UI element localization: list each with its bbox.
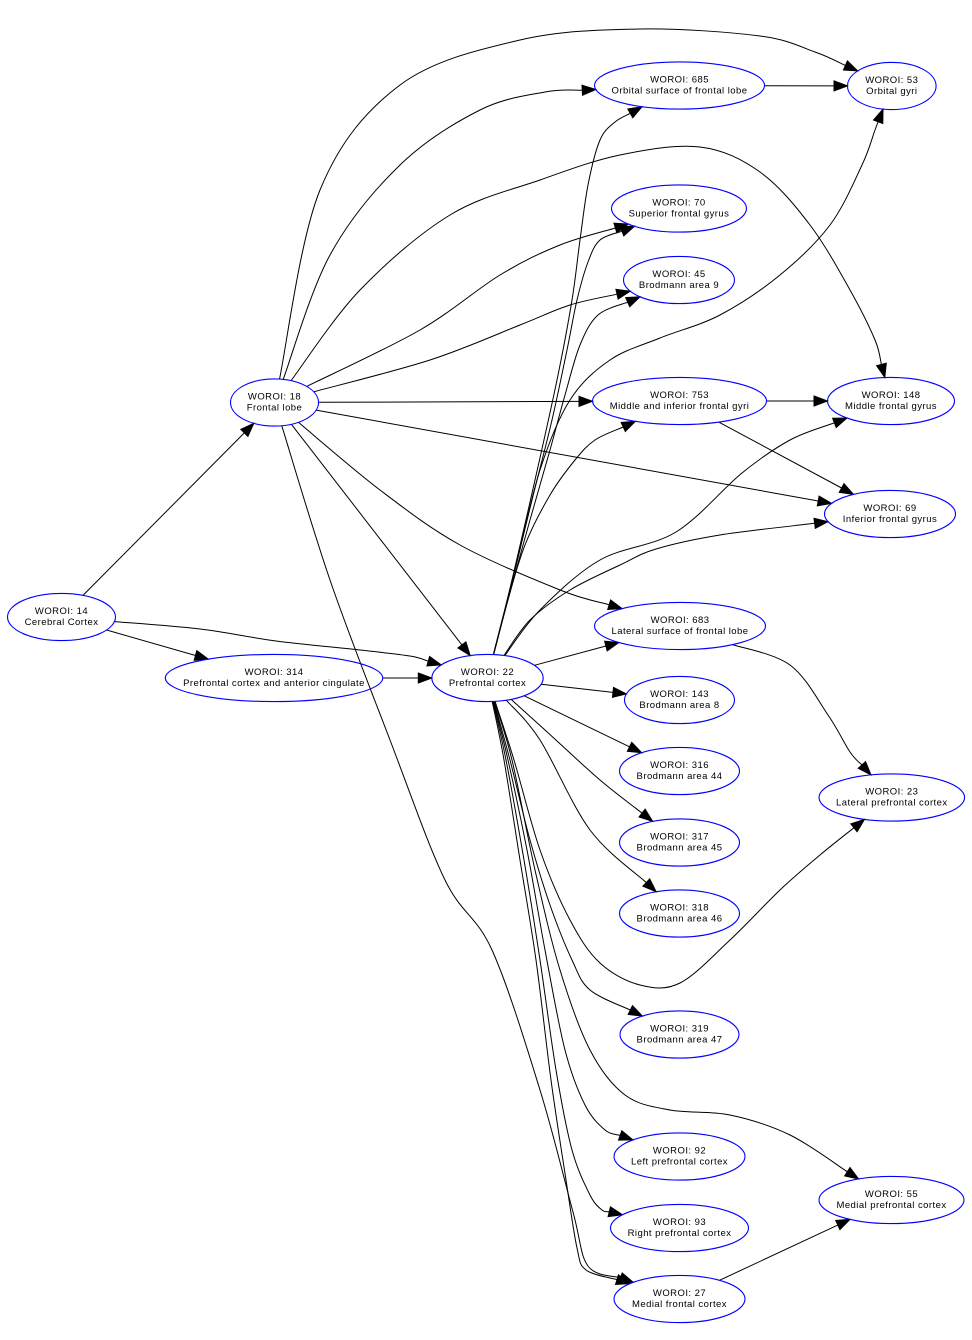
svg-text:WOROI: 53: WOROI: 53 — [865, 75, 918, 86]
svg-text:WOROI: 685: WOROI: 685 — [650, 75, 709, 86]
svg-text:Inferior frontal gyrus: Inferior frontal gyrus — [843, 514, 937, 525]
svg-text:Brodmann area 46: Brodmann area 46 — [637, 914, 723, 925]
svg-text:WOROI: 314: WOROI: 314 — [245, 667, 304, 678]
svg-text:WOROI: 319: WOROI: 319 — [650, 1024, 709, 1035]
svg-text:Cerebral Cortex: Cerebral Cortex — [25, 617, 99, 628]
svg-text:WOROI: 92: WOROI: 92 — [653, 1146, 706, 1157]
svg-text:WOROI: 69: WOROI: 69 — [863, 503, 916, 514]
svg-text:WOROI: 148: WOROI: 148 — [862, 390, 921, 401]
svg-text:WOROI: 18: WOROI: 18 — [248, 392, 301, 403]
svg-text:Orbital gyri: Orbital gyri — [866, 86, 917, 97]
svg-text:Brodmann area 9: Brodmann area 9 — [639, 280, 719, 291]
svg-text:Left prefrontal cortex: Left prefrontal cortex — [631, 1157, 728, 1168]
svg-text:WOROI: 143: WOROI: 143 — [650, 689, 709, 700]
svg-text:Brodmann area 47: Brodmann area 47 — [637, 1035, 723, 1046]
svg-text:Medial frontal cortex: Medial frontal cortex — [632, 1299, 727, 1310]
svg-text:WOROI: 70: WOROI: 70 — [652, 198, 705, 209]
svg-text:Frontal lobe: Frontal lobe — [247, 403, 303, 414]
svg-text:WOROI: 45: WOROI: 45 — [652, 269, 705, 280]
svg-text:WOROI: 753: WOROI: 753 — [650, 390, 709, 401]
svg-text:WOROI: 23: WOROI: 23 — [865, 787, 918, 798]
svg-text:WOROI: 93: WOROI: 93 — [653, 1217, 706, 1228]
svg-text:Lateral prefrontal cortex: Lateral prefrontal cortex — [836, 798, 948, 809]
svg-text:Brodmann area 45: Brodmann area 45 — [637, 843, 723, 854]
svg-text:WOROI: 55: WOROI: 55 — [865, 1189, 918, 1200]
svg-text:WOROI: 318: WOROI: 318 — [650, 903, 709, 914]
svg-text:Brodmann area 44: Brodmann area 44 — [637, 771, 723, 782]
svg-text:Middle and inferior frontal gy: Middle and inferior frontal gyri — [610, 401, 750, 412]
svg-text:Brodmann area 8: Brodmann area 8 — [639, 700, 719, 711]
svg-text:Middle frontal gyrus: Middle frontal gyrus — [845, 401, 937, 412]
svg-text:Right prefrontal cortex: Right prefrontal cortex — [628, 1228, 732, 1239]
svg-text:Superior frontal gyrus: Superior frontal gyrus — [629, 209, 730, 220]
svg-text:Lateral surface of frontal lob: Lateral surface of frontal lobe — [612, 626, 749, 637]
svg-text:Orbital surface of frontal lob: Orbital surface of frontal lobe — [612, 86, 748, 97]
svg-text:WOROI: 683: WOROI: 683 — [651, 615, 710, 626]
svg-text:Prefrontal cortex: Prefrontal cortex — [449, 678, 526, 689]
svg-text:WOROI: 316: WOROI: 316 — [650, 760, 709, 771]
svg-text:WOROI: 27: WOROI: 27 — [653, 1288, 706, 1299]
svg-text:Prefrontal cortex and anterior: Prefrontal cortex and anterior cingulate — [183, 678, 365, 689]
svg-text:Medial prefrontal cortex: Medial prefrontal cortex — [836, 1200, 946, 1211]
svg-text:WOROI: 22: WOROI: 22 — [461, 667, 514, 678]
svg-text:WOROI: 317: WOROI: 317 — [650, 832, 709, 843]
svg-text:WOROI: 14: WOROI: 14 — [35, 606, 88, 617]
